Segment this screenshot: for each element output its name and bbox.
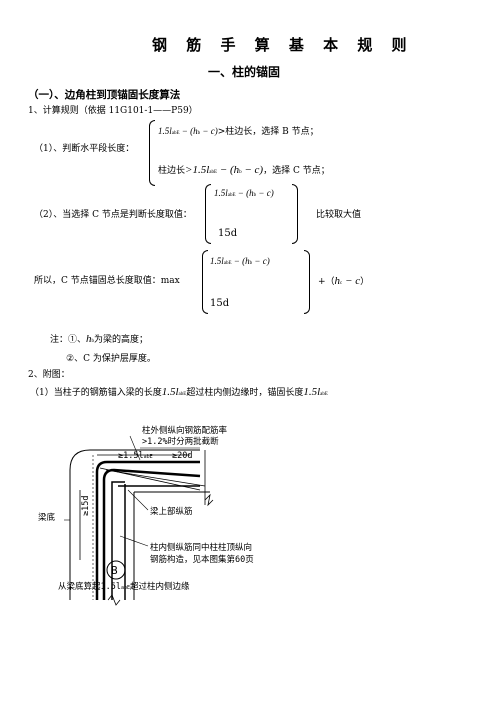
total-expr: 1.5labE − (hb − c) [210,256,270,266]
subsection-heading: （一）、边角柱到顶锚固长度算法 [28,89,181,101]
node-c-15d: 15d [218,228,238,239]
ann-beam-bottom: 梁底 [38,512,56,523]
horizontal-length-label: （1）、判断水平段长度： [34,144,135,154]
figure-heading: 2、附图： [28,370,70,380]
ann-inner-column-bars-1: 柱内侧纵筋同中柱柱顶纵向 [150,542,252,553]
total-15d: 15d [210,298,230,309]
ann-15d: ≥15d [81,496,91,516]
rule-heading: 1、计算规则（依据 11G101-1——P59） [28,106,198,116]
case-b-condition: 1.5labE − (hb − c)>柱边长，选择 B 节点； [158,126,319,137]
note-1: 注：①、hb为梁的高度； [50,333,149,346]
note-2: ②、C 为保护层厚度。 [66,354,156,364]
node-c-length-label: （2）、当选择 C 节点是判断长度取值： [34,210,192,220]
node-b-label: B [111,564,118,577]
total-length-label: 所以，C 节点锚固总长度取值：max [34,276,180,286]
case-c-condition: 柱边长>1.5labE − (hb − c)，选择 C 节点； [158,164,330,177]
ann-anchor-length: ≥1.5labE [118,451,153,461]
compare-note: 比较取大值 [316,210,362,220]
node-c-expr: 1.5labE − (hb − c) [214,188,274,198]
page-title: 钢 筋 手 算 基 本 规 则 [152,36,414,54]
ann-from-beam-bottom: 从梁底算起1.5labE超过柱内侧边缘 [58,581,190,592]
ann-rebar-ratio: 柱外侧纵向钢筋配筋率 [142,425,228,436]
total-plus-term: +（hc − c） [318,275,370,288]
ann-20d: ≥20d [172,451,192,461]
ann-cut-two-batches: >1.2%时分两批截断 [142,436,219,447]
ann-beam-top-bars: 梁上部纵筋 [150,506,193,517]
left-brace [202,250,208,314]
section-heading: 一、柱的锚固 [208,65,281,79]
ann-inner-column-bars-2: 钢筋构造，见本图集第60页 [150,554,254,565]
left-brace [149,120,155,186]
figure-caption: （1）当柱子的钢筋锚入梁的长度1.5labE超过柱内侧边缘时，锚固长度1.5la… [30,386,328,399]
left-brace [205,184,211,244]
